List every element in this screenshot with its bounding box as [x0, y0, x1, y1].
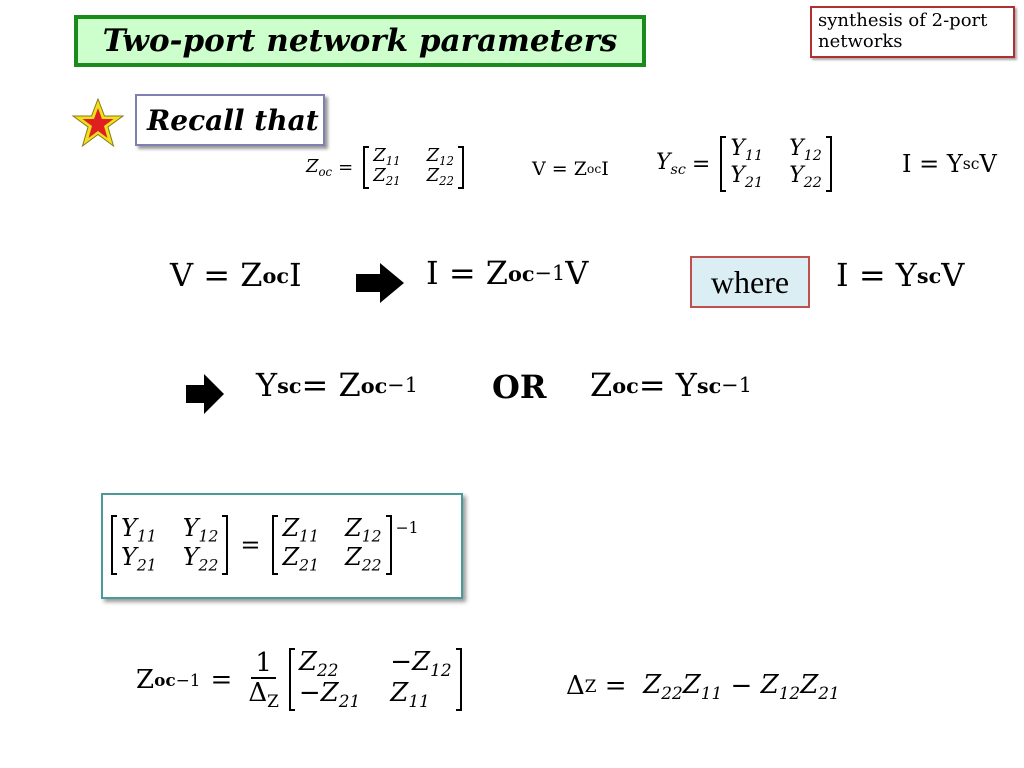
arrow-right-icon — [356, 263, 404, 303]
topic-label: synthesis of 2-port networks — [810, 6, 1015, 58]
z-matrix: Z11 Z12 Z21 Z22 — [272, 515, 392, 575]
recall-label: Recall that — [147, 103, 319, 137]
zoc-matrix: Z11 Z12 Z21 Z22 — [363, 146, 464, 189]
star-icon — [71, 97, 125, 148]
fraction: 1 ΔZ — [248, 647, 279, 712]
zoc-matrix-def: Zoc = Z11 Z12 Z21 Z22 — [306, 146, 468, 189]
ysc-matrix-def: Ysc = Y11 Y12 Y21 Y22 — [656, 136, 836, 192]
adjugate-matrix: Z22 −Z12 −Z21 Z11 — [288, 648, 462, 712]
arrow-right-icon — [186, 374, 224, 414]
or-label: OR — [492, 368, 547, 406]
where-box: where — [690, 256, 810, 308]
y-matrix: Y11 Y12 Y21 Y22 — [111, 515, 229, 575]
recall-box: Recall that — [135, 94, 325, 146]
ysc-matrix: Y11 Y12 Y21 Y22 — [720, 136, 832, 192]
matrix-equation-box: Y11 Y12 Y21 Y22 = Z11 Z12 Z21 Z22 −1 — [101, 493, 463, 599]
title-banner: Two-port network parameters — [74, 15, 646, 67]
slide-title: Two-port network parameters — [102, 23, 618, 59]
